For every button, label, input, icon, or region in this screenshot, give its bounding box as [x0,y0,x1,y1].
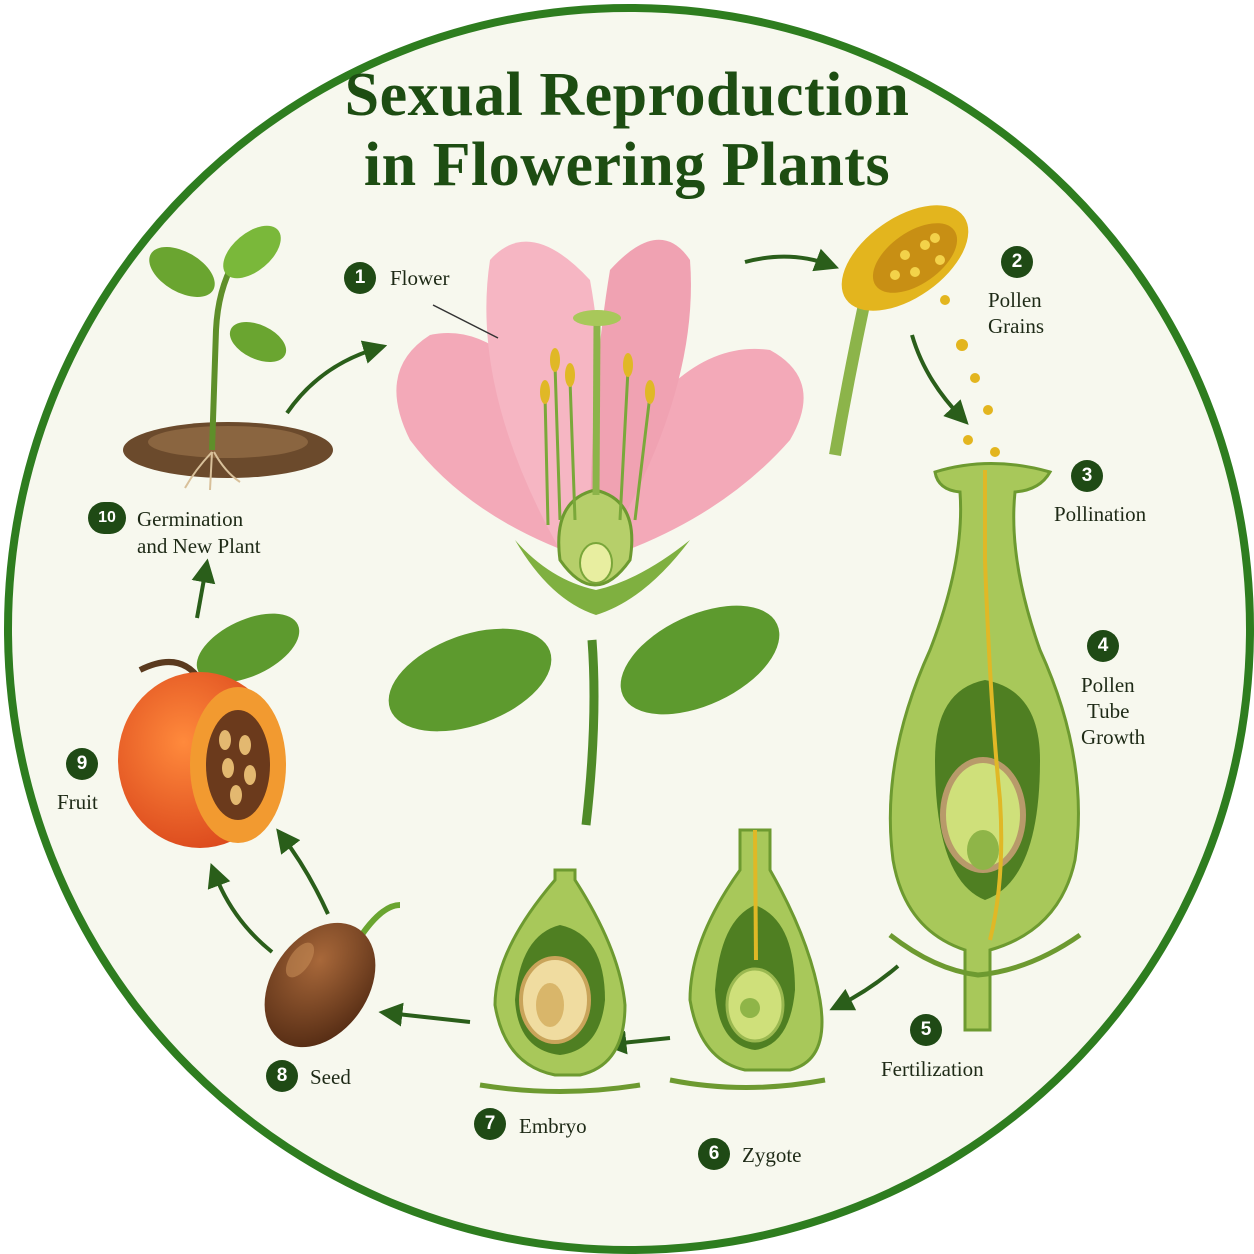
stage-label-pollination: Pollination [1054,502,1147,526]
stage-badge-1: 1 [344,262,376,294]
pistil-illustration [888,462,1082,1032]
flower-pointer-line [432,304,499,339]
circular-frame [4,4,1254,1254]
arrow-seed-to-fruit-inner [276,828,330,915]
stage-badge-9: 9 [66,748,98,780]
stage-badge-8: 8 [266,1060,298,1092]
anther-illustration [829,205,1000,457]
stage-label-germination-line-1: Germination [137,507,244,531]
stage-label-pollen-grains-line-2: Grains [988,314,1044,338]
fruit-illustration [118,613,300,848]
stage-label-pollen-tube-line-2: Tube [1087,699,1130,723]
stage-label-pollen-grains-line-1: Pollen [988,288,1042,312]
flower-illustration [388,239,804,826]
diagram-title-line-2: in Flowering Plants [363,131,891,199]
stage-label-flower: Flower [390,266,450,290]
embryo-illustration [479,868,641,1094]
stage-badge-10: 10 [88,502,126,534]
stage-badge-2: 2 [1001,246,1033,278]
diagram-title-line-1: Sexual Reproduction [344,61,910,129]
stage-badge-6: 6 [698,1138,730,1170]
stage-label-embryo: Embryo [519,1114,587,1138]
arrow-embryo-to-seed [378,1002,471,1027]
arrow-flower-to-pollen [744,248,839,272]
stage-badge-7: 7 [474,1108,506,1140]
arrow-fertilization-to-zygote [829,964,900,1011]
zygote-illustration [669,828,826,1090]
stage-badge-3: 3 [1071,460,1103,492]
cycle-arrows [191,248,969,1055]
stage-label-fruit: Fruit [57,790,98,814]
stage-label-fertilization: Fertilization [881,1057,984,1081]
arrow-pollen-to-pollination [910,334,969,425]
seedling-illustration [123,225,333,491]
arrow-zygote-to-embryo [602,1030,671,1055]
stage-label-zygote: Zygote [742,1143,802,1167]
stage-badge-5: 5 [910,1014,942,1046]
stage-label-pollen-tube-line-3: Growth [1081,725,1146,749]
arrow-germination-to-flower [285,340,388,415]
arrow-seed-to-fruit [207,863,274,954]
stage-label-seed: Seed [310,1065,351,1089]
seed-illustration [264,902,401,1048]
stage-label-germination-line-2: and New Plant [137,534,261,558]
stage-label-pollen-tube-line-1: Pollen [1081,673,1135,697]
arrow-fruit-to-germination [191,558,216,619]
stage-badge-4: 4 [1087,630,1119,662]
